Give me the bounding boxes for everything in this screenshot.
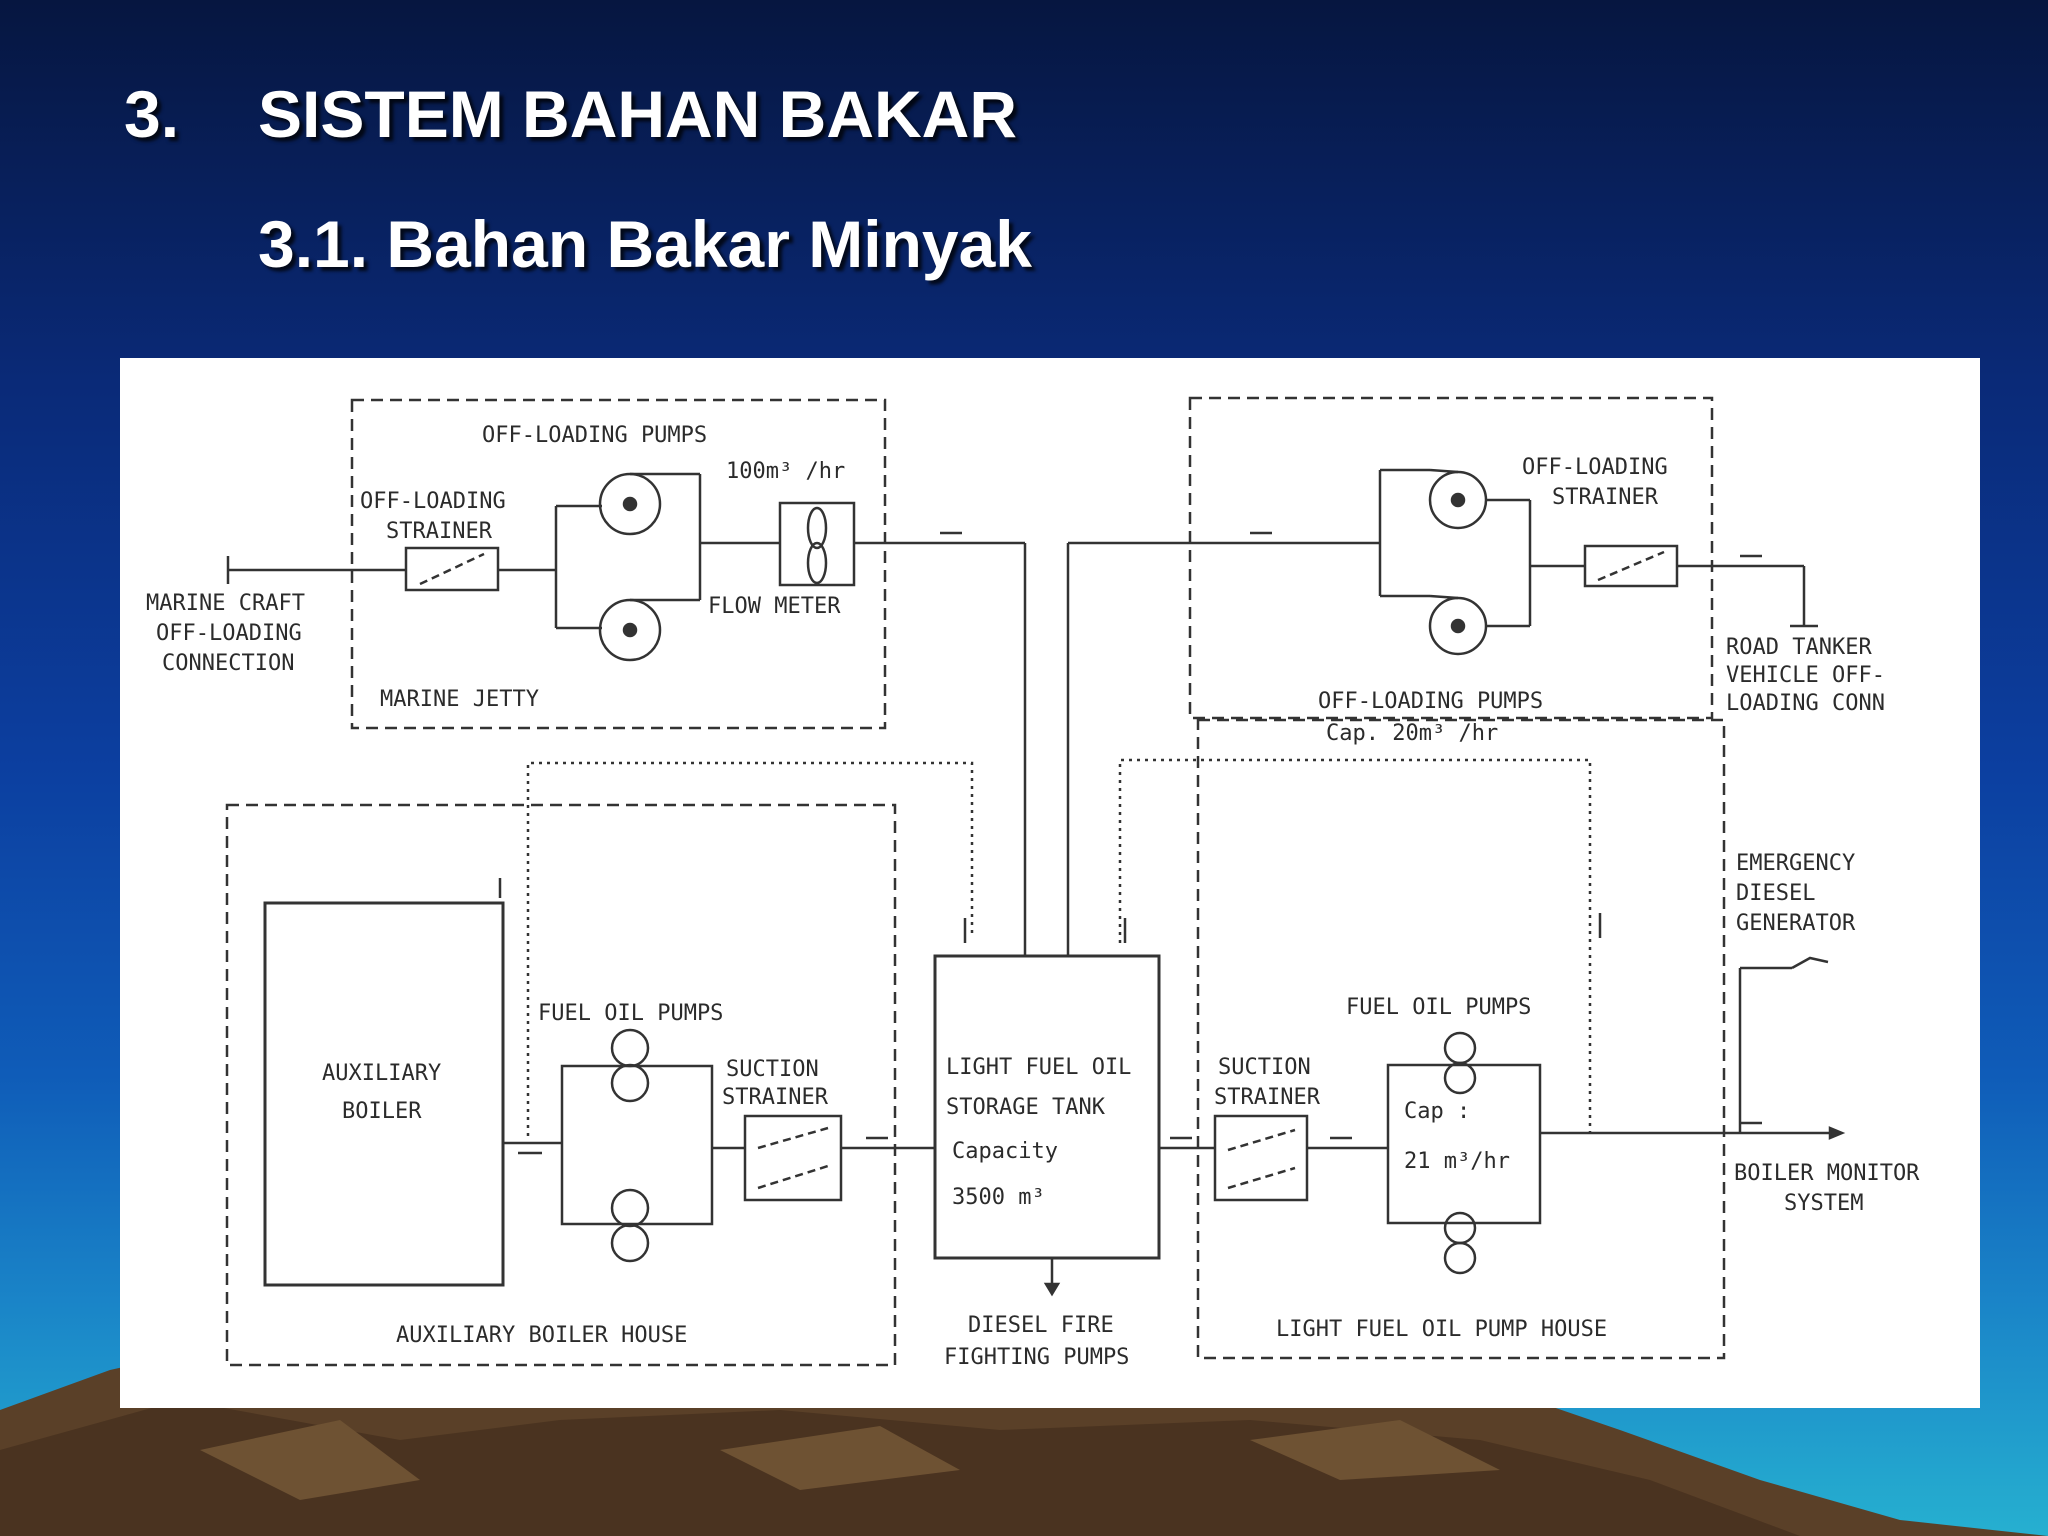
tank-label-1: LIGHT FUEL OIL	[946, 1055, 1131, 1080]
marine-jetty-label: MARINE JETTY	[380, 687, 539, 712]
fuel-oil-pumps-pump-house	[1386, 1063, 1542, 1225]
fuel-oil-pump-pump-house-1	[1443, 1031, 1477, 1095]
road-connection-label-1: ROAD TANKER	[1726, 635, 1872, 660]
auxiliary-boiler-label-2: BOILER	[342, 1099, 422, 1124]
diesel-fire-pumps-label-2: FIGHTING PUMPS	[944, 1345, 1129, 1370]
jetty-pumps-label: OFF-LOADING PUMPS	[482, 423, 707, 448]
auxiliary-boiler	[263, 901, 505, 1287]
jetty-pumps-rate: 100m³ /hr	[726, 459, 845, 484]
road-connection-label-2: VEHICLE OFF-	[1726, 663, 1885, 688]
boiler-monitor-label-1: BOILER MONITOR	[1734, 1161, 1920, 1186]
off-loading-pump-jetty-1	[598, 472, 662, 536]
generator-label-3: GENERATOR	[1736, 911, 1856, 936]
boiler-strainer-label-1: SUCTION	[726, 1057, 819, 1082]
road-tanker-area-boundary	[1188, 396, 1714, 720]
road-strainer-label-1: OFF-LOADING	[1522, 455, 1668, 480]
jetty-strainer-label-2: STRAINER	[386, 519, 493, 544]
off-loading-pump-jetty-2	[598, 598, 662, 662]
road-pumps-label: OFF-LOADING PUMPS	[1318, 689, 1543, 714]
off-loading-strainer-road	[1583, 544, 1679, 588]
fuel-oil-pump-boiler-1	[610, 1028, 650, 1103]
pump-house-cap-label: Cap :	[1404, 1099, 1470, 1124]
auxiliary-boiler-house-boundary	[225, 803, 897, 1367]
generator-label-1: EMERGENCY	[1736, 851, 1855, 876]
slide-title: SISTEM BAHAN BAKAR	[258, 77, 1017, 151]
marine-connection-label-2: OFF-LOADING	[156, 621, 302, 646]
road-connection-label-3: LOADING CONN	[1726, 691, 1885, 716]
fuel-oil-pump-pump-house-2	[1443, 1211, 1477, 1275]
fuel-system-diagram: OFF-LOADING PUMPS 100m³ /hr OFF-LOADING …	[120, 358, 1980, 1408]
boiler-pumps-label: FUEL OIL PUMPS	[538, 1001, 723, 1026]
pump-house-strainer-label-2: STRAINER	[1214, 1085, 1321, 1110]
light-fuel-oil-storage-tank	[933, 954, 1161, 1260]
tank-label-2: STORAGE TANK	[946, 1095, 1106, 1120]
marine-jetty-boundary	[350, 398, 887, 730]
pump-house-pumps-label: FUEL OIL PUMPS	[1346, 995, 1531, 1020]
off-loading-strainer-jetty	[404, 546, 500, 592]
flow-meter	[778, 501, 856, 587]
light-fuel-oil-pump-house-boundary	[1196, 718, 1726, 1360]
marine-connection-label-1: MARINE CRAFT	[146, 591, 305, 616]
tank-capacity-label: Capacity	[952, 1139, 1058, 1164]
flow-meter-label: FLOW METER	[708, 594, 841, 619]
off-loading-pump-road-1	[1428, 468, 1488, 530]
suction-strainer-pump-house	[1213, 1114, 1309, 1202]
tank-capacity-value: 3500 m³	[952, 1185, 1045, 1210]
slide-subtitle: 3.1. Bahan Bakar Minyak	[258, 207, 1033, 281]
off-loading-pump-road-2	[1428, 594, 1488, 656]
pump-house-label: LIGHT FUEL OIL PUMP HOUSE	[1276, 1317, 1607, 1342]
fuel-oil-pump-boiler-2	[610, 1188, 650, 1263]
auxiliary-boiler-label-1: AUXILIARY	[322, 1061, 441, 1086]
diesel-fire-pumps-label-1: DIESEL FIRE	[968, 1313, 1114, 1338]
marine-connection-label-3: CONNECTION	[162, 651, 294, 676]
boiler-monitor-label-2: SYSTEM	[1784, 1191, 1863, 1216]
road-pumps-cap: Cap. 20m³ /hr	[1326, 721, 1498, 746]
pump-house-cap-value: 21 m³/hr	[1404, 1149, 1510, 1174]
fuel-oil-pumps-boiler	[560, 1064, 714, 1226]
section-number: 3.	[124, 77, 180, 151]
jetty-strainer-label-1: OFF-LOADING	[360, 489, 506, 514]
boiler-strainer-label-2: STRAINER	[722, 1085, 829, 1110]
suction-strainer-boiler	[743, 1114, 843, 1202]
generator-label-2: DIESEL	[1736, 881, 1815, 906]
pump-house-strainer-label-1: SUCTION	[1218, 1055, 1311, 1080]
road-strainer-label-2: STRAINER	[1552, 485, 1659, 510]
auxiliary-boiler-house-label: AUXILIARY BOILER HOUSE	[396, 1323, 687, 1348]
